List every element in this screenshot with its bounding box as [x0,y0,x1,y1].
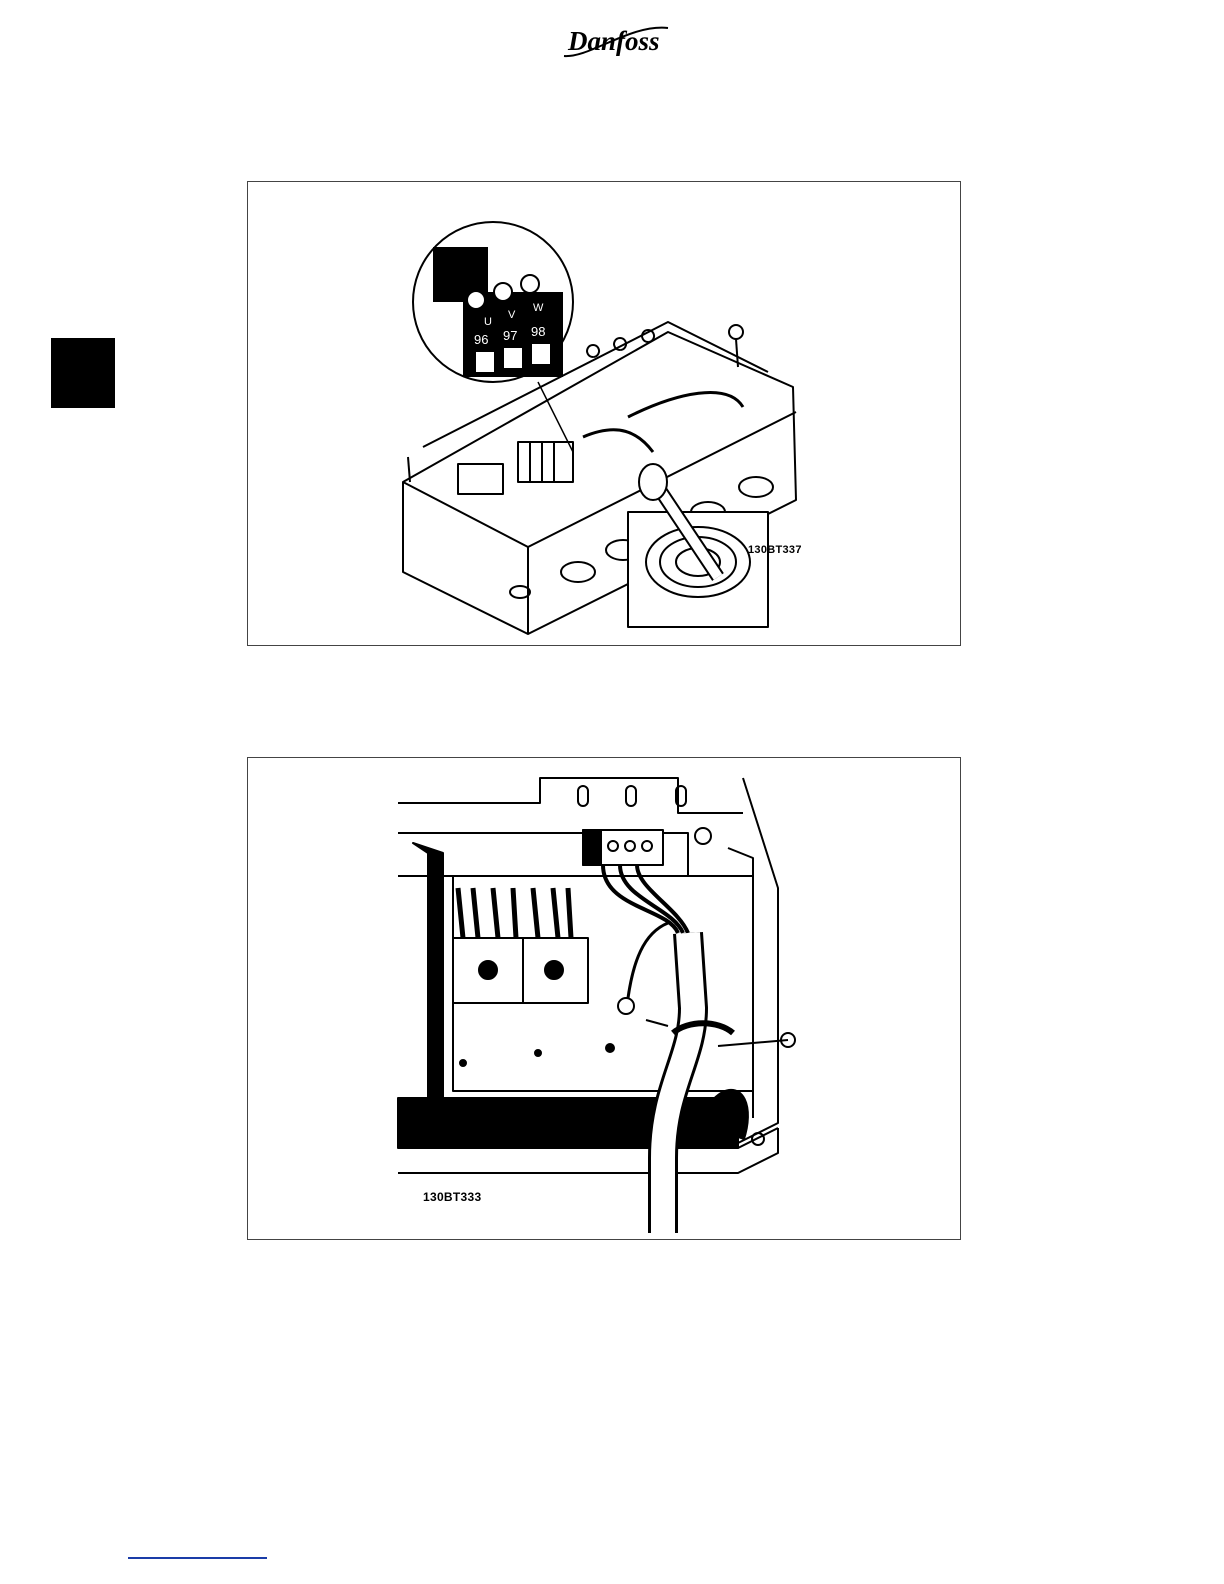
danfoss-logo: Danfoss [560,18,672,64]
brand-logo-text: Danfoss [567,26,660,56]
terminal-letter-v: V [508,309,516,321]
cable-clamp-figure: 130BT333 [247,757,961,1240]
figure-code: 130BT337 [748,544,802,556]
cable-clamp-illustration [248,758,962,1241]
motor-connection-figure: U V W 96 97 98 130BT337 [247,181,961,646]
terminal-number-96: 96 [474,332,488,347]
chapter-tab [51,338,115,408]
terminal-letter-w: W [533,302,544,314]
terminal-number-97: 97 [503,328,517,343]
footer-rule [128,1557,267,1559]
terminal-letter-u: U [484,316,492,328]
terminal-number-98: 98 [531,324,545,339]
motor-terminal-illustration: U V W 96 97 98 [248,182,962,647]
figure-code: 130BT333 [423,1190,481,1204]
